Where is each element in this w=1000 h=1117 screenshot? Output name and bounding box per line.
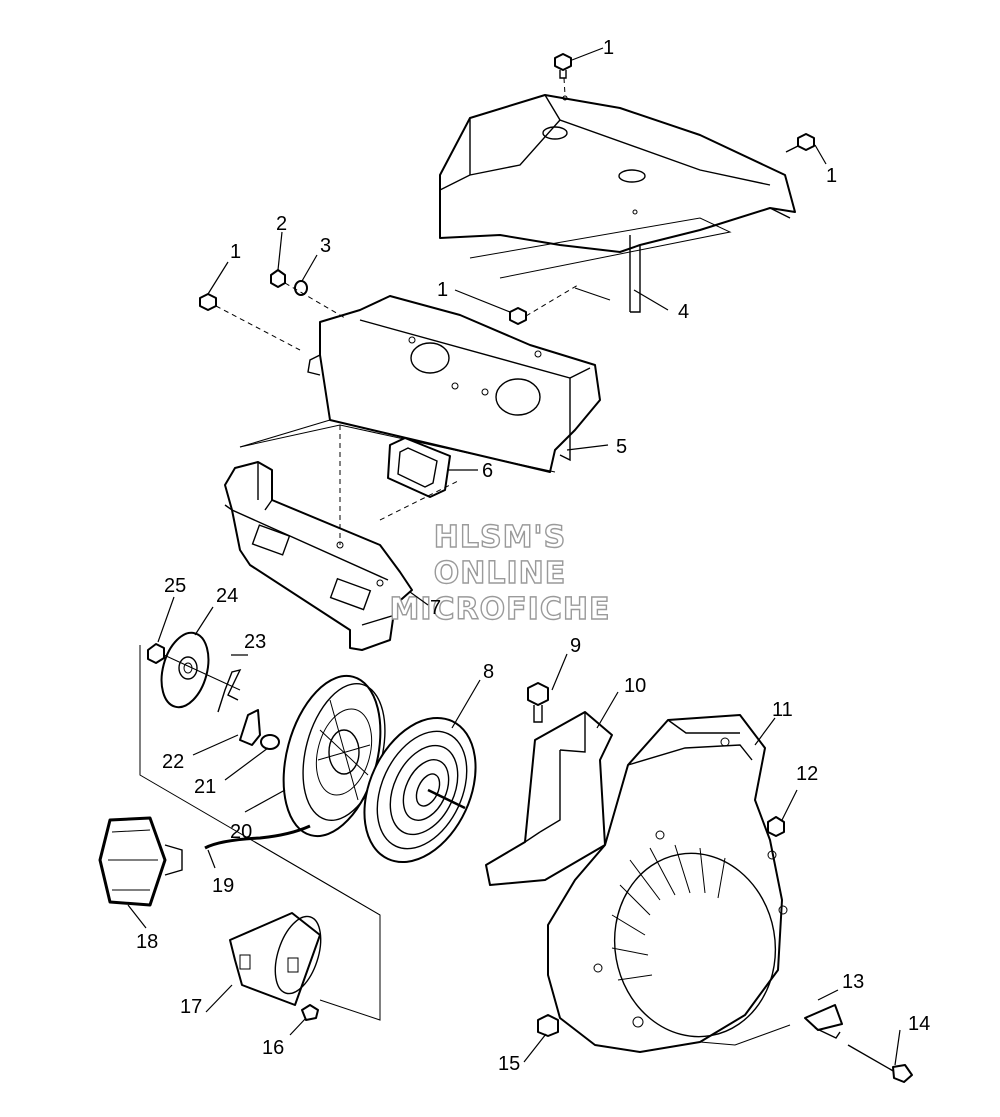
callout-18: 18	[136, 931, 158, 953]
part-screw-top	[554, 53, 572, 79]
callout-8: 8	[483, 661, 494, 683]
part-screw-right	[785, 133, 815, 153]
callout-16: 16	[262, 1037, 284, 1059]
watermark: HLSM'S ONLINE MICROFICHE	[389, 519, 611, 627]
callout-4: 4	[678, 301, 689, 323]
part-top-shroud	[439, 94, 796, 313]
callout-9: 9	[570, 635, 581, 657]
part-starter-bracket	[485, 711, 613, 886]
callout-10: 10	[624, 675, 646, 697]
callout-1-right: 1	[826, 165, 837, 187]
part-starter-rope	[204, 824, 311, 850]
callout-7: 7	[430, 597, 441, 619]
callout-6: 6	[482, 460, 493, 482]
callout-1-top: 1	[603, 37, 614, 59]
callout-25: 25	[164, 575, 186, 597]
part-nut-top	[270, 269, 286, 288]
callout-14: 14	[908, 1013, 930, 1035]
part-long-screw	[847, 1044, 913, 1083]
part-pawl-spring	[217, 668, 242, 713]
callout-1-mid: 1	[437, 279, 448, 301]
callout-13: 13	[842, 971, 864, 993]
part-pawl	[239, 709, 261, 746]
watermark-line-1: HLSM'S	[434, 520, 566, 555]
part-blower-housing	[547, 714, 788, 1053]
callout-1-left: 1	[230, 241, 241, 263]
part-recoil-spring	[363, 716, 477, 864]
callout-20: 20	[230, 821, 252, 843]
part-screw-mid	[509, 307, 527, 325]
alignment-lines	[139, 77, 791, 1046]
watermark-line-3: MICROFICHE	[390, 592, 611, 627]
part-cup-screw	[301, 1004, 319, 1021]
callout-5: 5	[616, 436, 627, 458]
part-washer	[294, 280, 308, 296]
part-starter-handle	[98, 816, 183, 907]
callout-17: 17	[180, 996, 202, 1018]
part-clamp	[804, 1004, 843, 1039]
part-side-baffle	[239, 295, 601, 473]
part-housing-nut	[767, 816, 785, 837]
part-starter-cup	[229, 912, 322, 1006]
callout-12: 12	[796, 763, 818, 785]
part-friction-spring	[260, 734, 280, 750]
part-pulley	[160, 631, 210, 709]
leader-lines	[127, 47, 901, 1066]
part-screw-left	[199, 293, 217, 311]
callout-22: 22	[162, 751, 184, 773]
callout-24: 24	[216, 585, 238, 607]
callout-15: 15	[498, 1053, 520, 1075]
part-bracket-screw	[527, 682, 549, 723]
callout-11: 11	[772, 699, 793, 721]
part-gasket	[387, 437, 451, 498]
part-nut	[147, 643, 165, 664]
callout-2: 2	[276, 213, 287, 235]
callout-19: 19	[212, 875, 234, 897]
callout-3: 3	[320, 235, 331, 257]
part-exhaust-deflector	[224, 461, 413, 651]
part-housing-bolt	[537, 1014, 559, 1037]
watermark-line-2: ONLINE	[434, 556, 567, 591]
callout-21: 21	[194, 776, 216, 798]
callout-23: 23	[244, 631, 266, 653]
callout-labels: 1 1 1 1 2 3 4 5 6 7 8 9 10 11 12 13 14 1…	[136, 37, 930, 1075]
